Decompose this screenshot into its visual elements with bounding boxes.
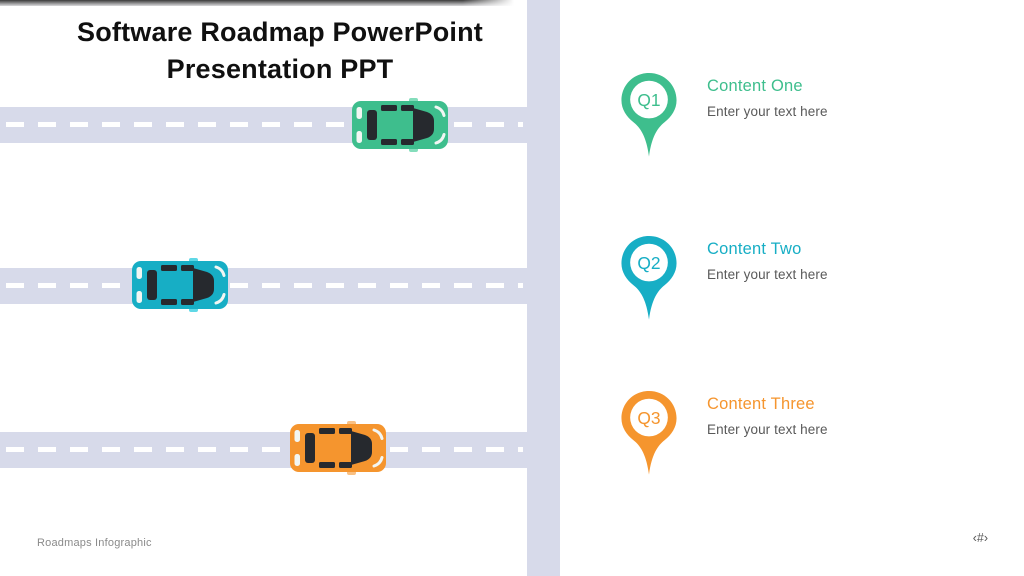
side-window-dash xyxy=(319,428,335,434)
content-text-block: Content Two Enter your text here xyxy=(707,235,828,282)
horizontal-road-q3 xyxy=(0,432,527,468)
front-corner-trim xyxy=(214,265,226,277)
front-corner-trim xyxy=(372,456,384,468)
front-corner-trim xyxy=(214,293,226,305)
pin-label: Q3 xyxy=(637,408,660,428)
rear-window xyxy=(367,110,377,140)
content-heading: Content Three xyxy=(707,395,815,413)
tail-light xyxy=(136,291,142,303)
tail-light xyxy=(356,131,362,143)
side-window-dash xyxy=(181,299,194,305)
road-center-dashes xyxy=(6,283,523,288)
orange-car-icon xyxy=(290,421,386,475)
front-corner-trim xyxy=(372,428,384,440)
content-heading: Content One xyxy=(707,77,803,95)
slide-title: Software Roadmap PowerPoint Presentation… xyxy=(30,14,530,88)
pin-inner-circle xyxy=(630,243,668,282)
pin-label: Q2 xyxy=(637,253,660,273)
front-corner-trim xyxy=(434,133,446,145)
title-line-2: Presentation PPT xyxy=(166,54,394,84)
side-window-dash xyxy=(401,105,414,111)
top-edge-artifact xyxy=(0,0,514,6)
pin-inner-circle xyxy=(630,80,668,119)
side-window-dash xyxy=(381,139,397,145)
green-car-icon xyxy=(352,98,448,152)
horizontal-road-q2 xyxy=(0,268,527,304)
content-text-block: Content One Enter your text here xyxy=(707,72,828,119)
road-center-dashes xyxy=(6,122,523,127)
side-window-dash xyxy=(161,265,177,271)
slide-number-placeholder: ‹#› xyxy=(972,531,988,545)
side-window-dash xyxy=(319,462,335,468)
vertical-road xyxy=(527,0,560,576)
content-body-placeholder: Enter your text here xyxy=(707,104,828,119)
side-window-dash xyxy=(381,105,397,111)
content-item-q1: Q1 Content One Enter your text here xyxy=(620,72,980,162)
content-body-placeholder: Enter your text here xyxy=(707,267,828,282)
pin-label: Q1 xyxy=(637,90,660,110)
windshield xyxy=(413,108,434,142)
side-window-dash xyxy=(181,265,194,271)
side-window-dash xyxy=(339,428,352,434)
content-item-q3: Q3 Content Three Enter your text here xyxy=(620,390,980,480)
teal-car-icon xyxy=(132,258,228,312)
footer-caption: Roadmaps Infographic xyxy=(37,537,152,549)
front-corner-trim xyxy=(434,105,446,117)
content-body-placeholder: Enter your text here xyxy=(707,422,828,437)
side-window-dash xyxy=(161,299,177,305)
side-window-dash xyxy=(401,139,414,145)
content-heading: Content Two xyxy=(707,240,802,258)
tail-light xyxy=(294,430,300,442)
content-item-q2: Q2 Content Two Enter your text here xyxy=(620,235,980,325)
rear-window xyxy=(147,270,157,300)
location-pin-icon-q1: Q1 xyxy=(621,72,677,157)
content-text-block: Content Three Enter your text here xyxy=(707,390,828,437)
windshield xyxy=(351,431,372,465)
title-line-1: Software Roadmap PowerPoint xyxy=(77,17,483,47)
tail-light xyxy=(294,454,300,466)
tail-light xyxy=(356,107,362,119)
road-center-dashes xyxy=(6,447,523,452)
side-window-dash xyxy=(339,462,352,468)
location-pin-icon-q3: Q3 xyxy=(621,390,677,475)
windshield xyxy=(193,268,214,302)
tail-light xyxy=(136,267,142,279)
pin-inner-circle xyxy=(630,398,668,437)
rear-window xyxy=(305,433,315,463)
location-pin-icon-q2: Q2 xyxy=(621,235,677,320)
